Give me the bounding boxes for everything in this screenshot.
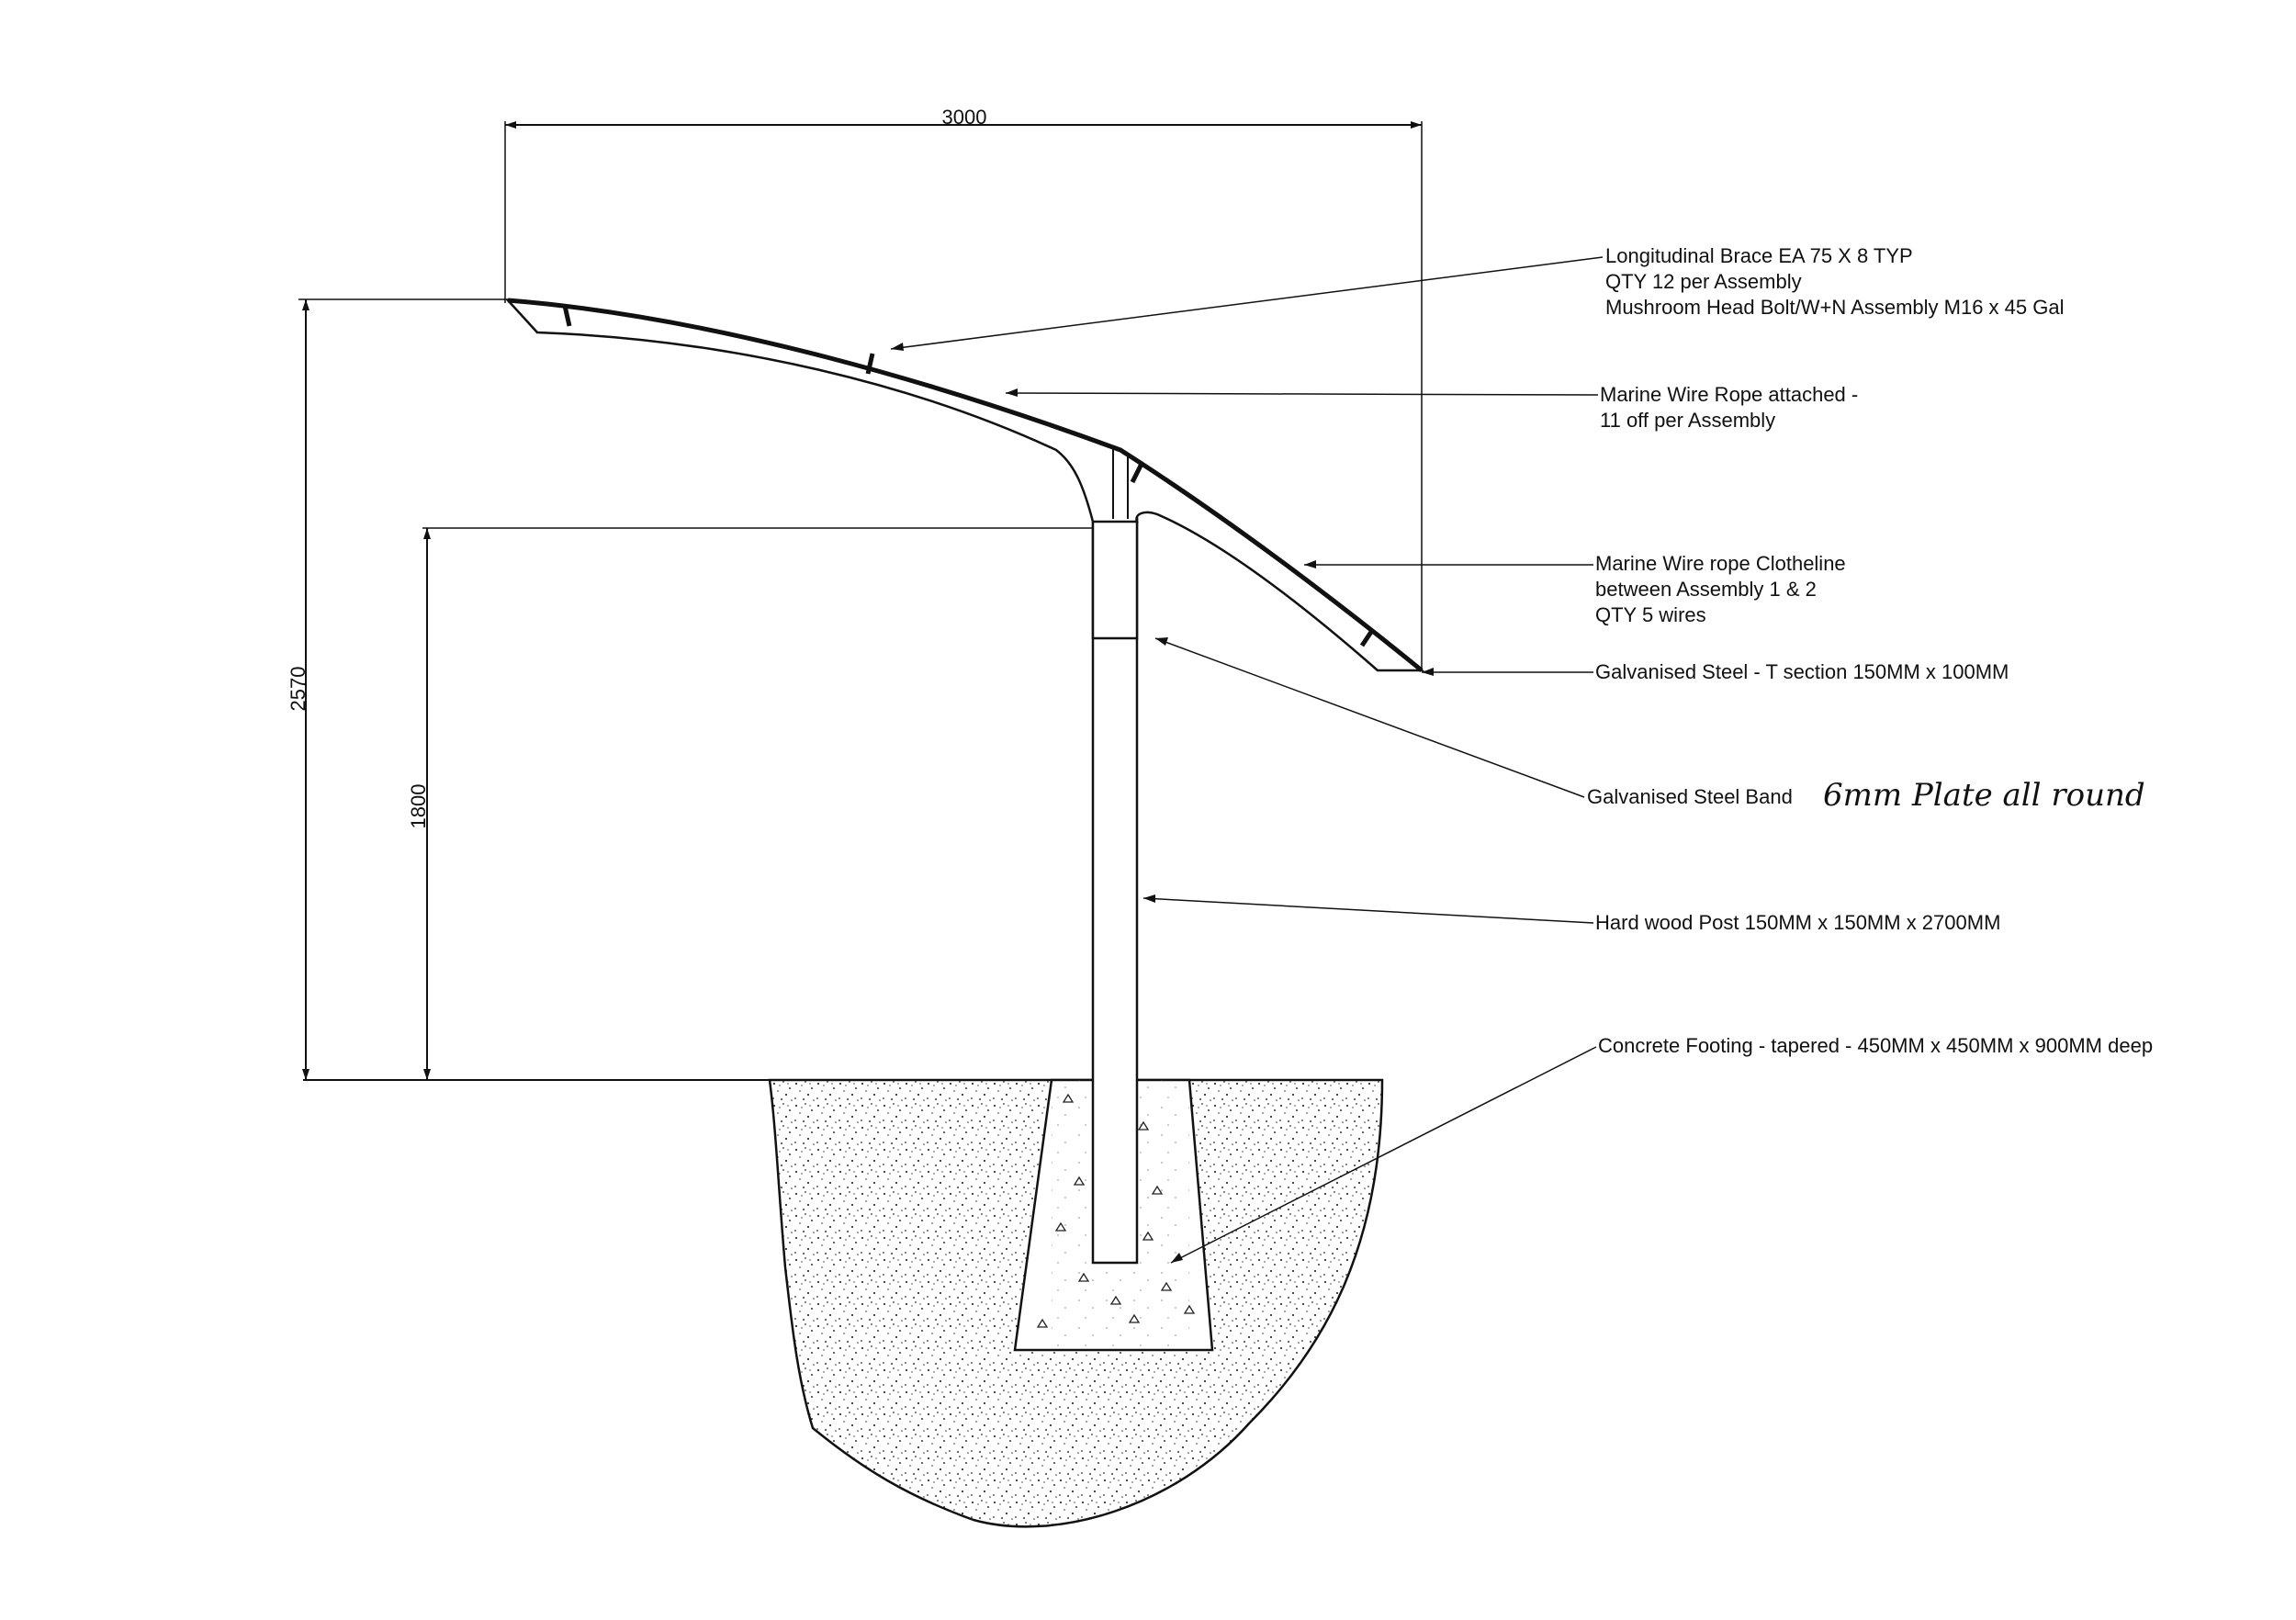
overall-height-label: 2570 (287, 667, 310, 712)
footing-label: Concrete Footing - tapered - 450MM x 450… (1598, 1034, 2153, 1057)
callout-clotheline: Marine Wire rope Clotheline between Asse… (1595, 552, 1846, 626)
brace-label-line2: QTY 12 per Assembly (1605, 270, 1802, 293)
t-section-label: Galvanised Steel - T section 150MM x 100… (1595, 660, 2009, 683)
brace-label-line1: Longitudinal Brace EA 75 X 8 TYP (1605, 244, 1913, 267)
wire-rope-label-line2: 11 off per Assembly (1600, 409, 1775, 432)
clotheline-label-line2: between Assembly 1 & 2 (1595, 578, 1817, 601)
leader-lines (890, 256, 1604, 1264)
width-dimension-label: 3000 (942, 106, 987, 129)
callout-marine-wire-rope: Marine Wire Rope attached - 11 off per A… (1600, 383, 1858, 432)
brace-marks (562, 305, 1376, 647)
leader-arrows (891, 343, 1434, 1263)
clear-height-label: 1800 (407, 784, 430, 829)
canopy-arm (504, 298, 1425, 672)
callout-steel-band: Galvanised Steel Band 6mm Plate all roun… (1587, 777, 2145, 814)
clotheline-label-line3: QTY 5 wires (1595, 603, 1706, 626)
overall-height-dimension: 2570 (287, 298, 510, 1080)
steel-band-handwritten-note: 6mm Plate all round (1823, 777, 2145, 814)
clotheline-label-line1: Marine Wire rope Clotheline (1595, 552, 1846, 575)
post-label: Hard wood Post 150MM x 150MM x 2700MM (1595, 911, 2000, 934)
callout-longitudinal-brace: Longitudinal Brace EA 75 X 8 TYP QTY 12 … (1605, 244, 2064, 319)
wire-rope-label-line1: Marine Wire Rope attached - (1600, 383, 1858, 406)
aggregate-marks (1036, 1093, 1196, 1328)
canopy-top-flange (507, 298, 1424, 672)
brace-label-line3: Mushroom Head Bolt/W+N Assembly M16 x 45… (1605, 296, 2064, 319)
steel-band (1091, 517, 1139, 640)
steel-band-label: Galvanised Steel Band (1587, 785, 1793, 808)
clear-height-dimension: 1800 (407, 527, 1093, 1080)
